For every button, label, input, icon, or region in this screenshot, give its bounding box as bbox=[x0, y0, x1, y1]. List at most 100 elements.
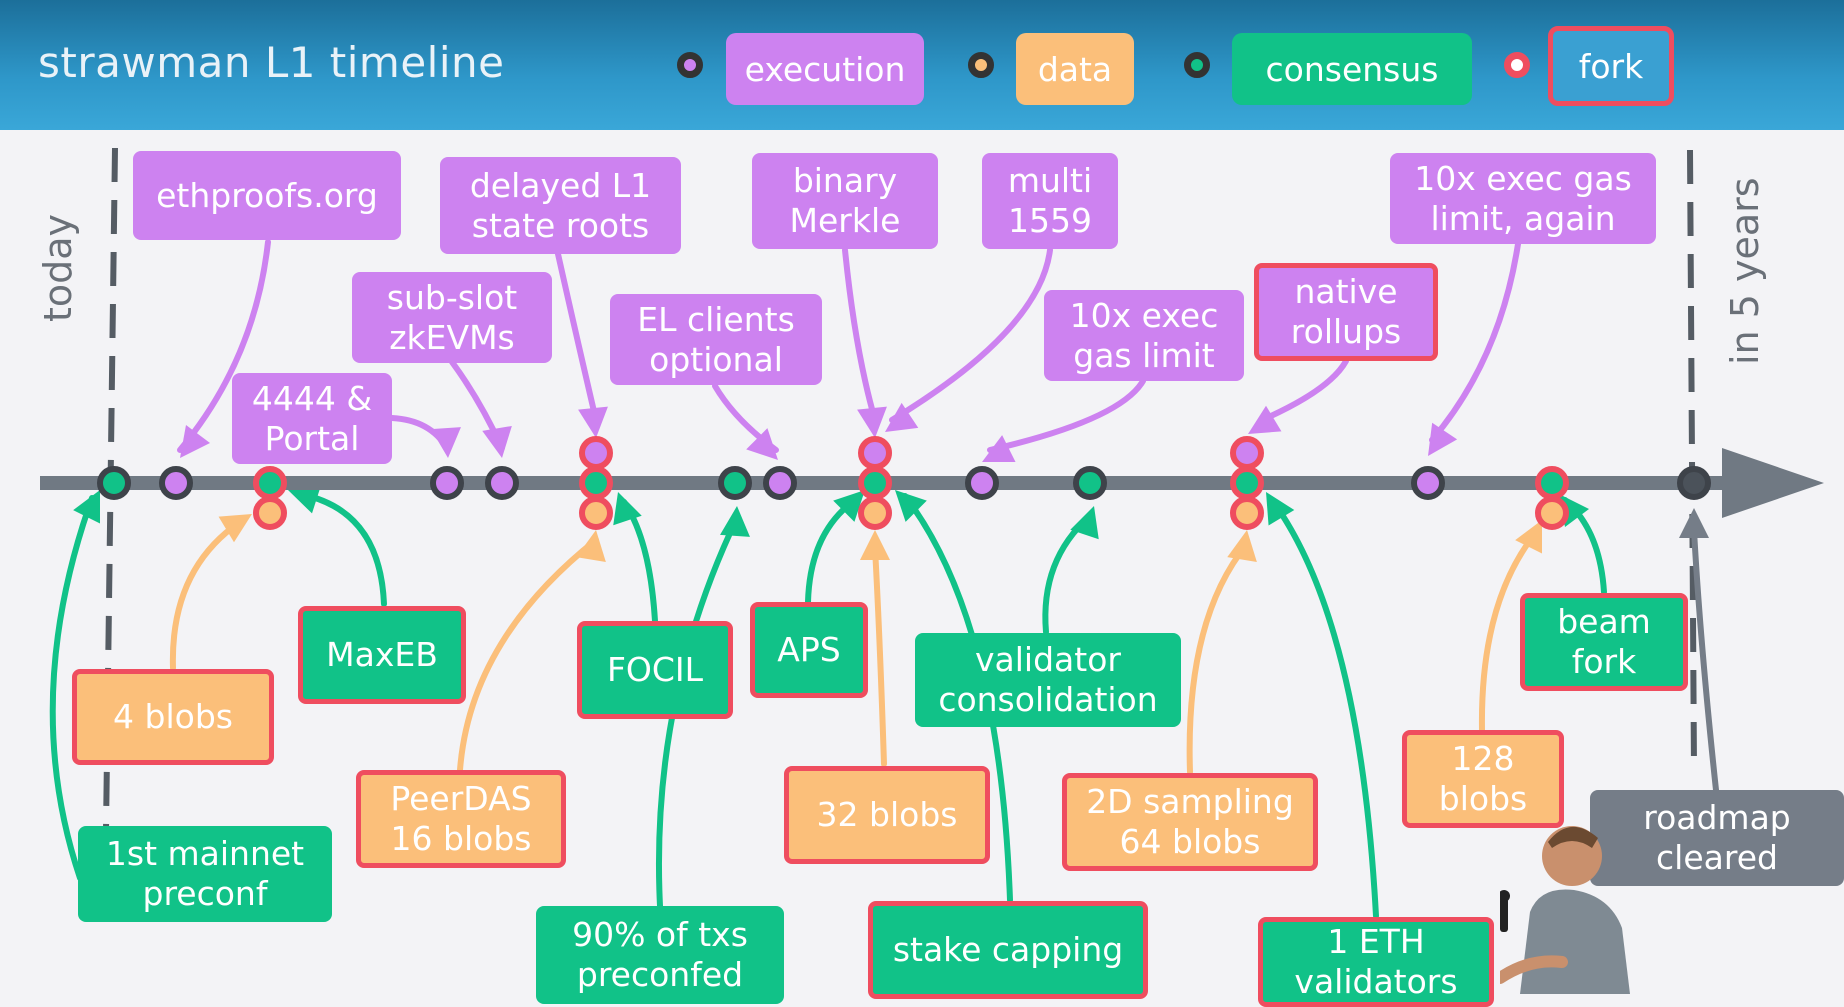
arrow-peerdas bbox=[457, 537, 599, 773]
legend-data: data bbox=[1016, 33, 1134, 105]
dot-execution-ethproofs bbox=[159, 466, 193, 500]
box-beam-fork: beam fork bbox=[1520, 593, 1688, 691]
box-stake-capping: stake capping bbox=[868, 901, 1148, 999]
box-roadmap-cleared: roadmap cleared bbox=[1590, 790, 1844, 886]
fork-dot-0-data bbox=[253, 496, 287, 530]
arrow-exec-gas-again-head bbox=[1428, 422, 1458, 456]
box-focil: FOCIL bbox=[577, 621, 733, 719]
legend-fork-dot bbox=[1504, 52, 1530, 78]
box-2d-sampling-64-blobs: 2D sampling 64 blobs bbox=[1062, 773, 1318, 871]
box-binary-merkle: binary Merkle bbox=[752, 153, 938, 249]
legend-execution: execution bbox=[726, 33, 924, 105]
box-128-blobs: 128 blobs bbox=[1402, 730, 1564, 828]
connector-arrows bbox=[49, 239, 1719, 919]
arrow-txs-preconfed-head bbox=[720, 506, 750, 537]
arrow-binary-merkle bbox=[842, 247, 878, 423]
box-multi-1559: multi 1559 bbox=[982, 153, 1118, 249]
timeline-dots bbox=[97, 436, 1711, 530]
arrow-stake-capping-head bbox=[895, 490, 927, 522]
legend-data-label: data bbox=[1037, 49, 1113, 89]
arrow-delayed-roots bbox=[555, 251, 599, 423]
arrow-128-blobs-head bbox=[1515, 520, 1542, 554]
dot-execution-zkevms bbox=[485, 466, 519, 500]
fork-dot-2-consensus bbox=[858, 466, 892, 500]
legend-data-dot bbox=[968, 52, 994, 78]
today-label: today bbox=[36, 213, 80, 322]
fork-dot-2-execution bbox=[858, 436, 892, 470]
fork-dot-3-execution bbox=[1230, 436, 1264, 470]
arrow-exec-gas-again bbox=[1429, 241, 1521, 443]
arrow-multi-1559 bbox=[889, 247, 1053, 423]
dot-execution-gas-limit-again bbox=[1411, 466, 1445, 500]
arrow-roadmap-cleared bbox=[1691, 527, 1719, 793]
arrow-el-clients-head bbox=[746, 428, 778, 460]
arrow-exec-gas-head bbox=[982, 435, 1016, 462]
legend-consensus-label: consensus bbox=[1265, 49, 1439, 89]
dot-consensus-consolidation bbox=[1073, 466, 1107, 500]
arrow-1-eth-validators-head bbox=[1266, 492, 1295, 526]
box-4444-portal: 4444 & Portal bbox=[232, 373, 392, 464]
dot-execution-el-clients bbox=[763, 466, 797, 500]
box-el-clients-optional: EL clients optional bbox=[610, 294, 822, 385]
arrow-2d-sampling bbox=[1186, 541, 1250, 775]
arrow-2d-sampling-head bbox=[1227, 530, 1257, 563]
arrow-delayed-roots-head bbox=[578, 406, 608, 438]
box-sub-slot-zkevms: sub-slot zkEVMs bbox=[352, 272, 552, 363]
fork-dot-0-consensus bbox=[253, 466, 287, 500]
arrow-4-blobs-head bbox=[218, 514, 252, 543]
arrow-native-rollups-head bbox=[1248, 405, 1282, 434]
box-1st-mainnet-preconf: 1st mainnet preconf bbox=[78, 826, 332, 922]
arrow-focil-head bbox=[613, 492, 642, 526]
legend-consensus: consensus bbox=[1232, 33, 1472, 105]
box-peerdas-16-blobs: PeerDAS 16 blobs bbox=[356, 770, 566, 868]
legend-consensus-dot bbox=[1184, 52, 1210, 78]
dot-execution-4444 bbox=[430, 466, 464, 500]
arrow-first-preconf-head bbox=[73, 490, 100, 524]
fork-dot-4-data bbox=[1535, 496, 1569, 530]
dot-execution-gas-limit bbox=[965, 466, 999, 500]
fork-dot-4-consensus bbox=[1535, 466, 1569, 500]
box-validator-consolidation: validator consolidation bbox=[915, 633, 1181, 727]
box-aps: APS bbox=[750, 602, 868, 698]
in-5-years-label: in 5 years bbox=[1723, 177, 1767, 365]
box-1-eth-validators: 1 ETH validators bbox=[1258, 917, 1494, 1007]
arrow-binary-merkle-head bbox=[857, 406, 887, 438]
arrow-ethproofs bbox=[177, 239, 271, 453]
header-bar: strawman L1 timeline execution data cons… bbox=[0, 0, 1844, 130]
arrow-32-blobs bbox=[872, 545, 887, 767]
arrow-1-eth-validators bbox=[1269, 497, 1379, 919]
dot-end bbox=[1677, 466, 1711, 500]
legend-fork-label: fork bbox=[1578, 46, 1644, 86]
timeline-arrowhead bbox=[1722, 448, 1824, 518]
arrow-4444-portal-head bbox=[431, 427, 461, 458]
fork-dot-3-consensus bbox=[1230, 466, 1264, 500]
dot-consensus-today bbox=[97, 466, 131, 500]
arrow-4-blobs bbox=[169, 519, 243, 671]
five-years-boundary-line bbox=[1687, 149, 1697, 771]
box-10x-exec-gas-limit: 10x exec gas limit bbox=[1044, 290, 1244, 381]
box-90-of-txs-preconfed: 90% of txs preconfed bbox=[536, 906, 784, 1004]
fork-dot-1-consensus bbox=[579, 466, 613, 500]
arrow-first-preconf bbox=[49, 495, 95, 881]
legend-execution-label: execution bbox=[744, 49, 906, 89]
arrow-maxeb bbox=[297, 491, 387, 607]
arrow-multi-1559-head bbox=[885, 402, 919, 432]
box-maxeb: MaxEB bbox=[298, 606, 466, 704]
legend-fork: fork bbox=[1548, 26, 1674, 106]
fork-dot-2-data bbox=[858, 496, 892, 530]
arrow-native-rollups bbox=[1259, 358, 1349, 423]
arrow-ethproofs-head bbox=[180, 425, 210, 458]
arrow-validator-consolidation-head bbox=[1070, 506, 1099, 540]
box-32-blobs: 32 blobs bbox=[784, 766, 990, 864]
arrow-32-blobs-head bbox=[860, 530, 890, 560]
presenter-figure bbox=[1500, 826, 1630, 994]
legend-execution-dot bbox=[677, 52, 703, 78]
arrow-maxeb-head bbox=[288, 484, 322, 514]
fork-dot-1-execution bbox=[579, 436, 613, 470]
fork-dot-1-data bbox=[579, 496, 613, 530]
arrow-exec-gas bbox=[987, 378, 1146, 453]
arrow-aps-head bbox=[833, 490, 865, 522]
arrow-peerdas-head bbox=[576, 530, 606, 563]
arrow-128-blobs bbox=[1478, 527, 1541, 733]
